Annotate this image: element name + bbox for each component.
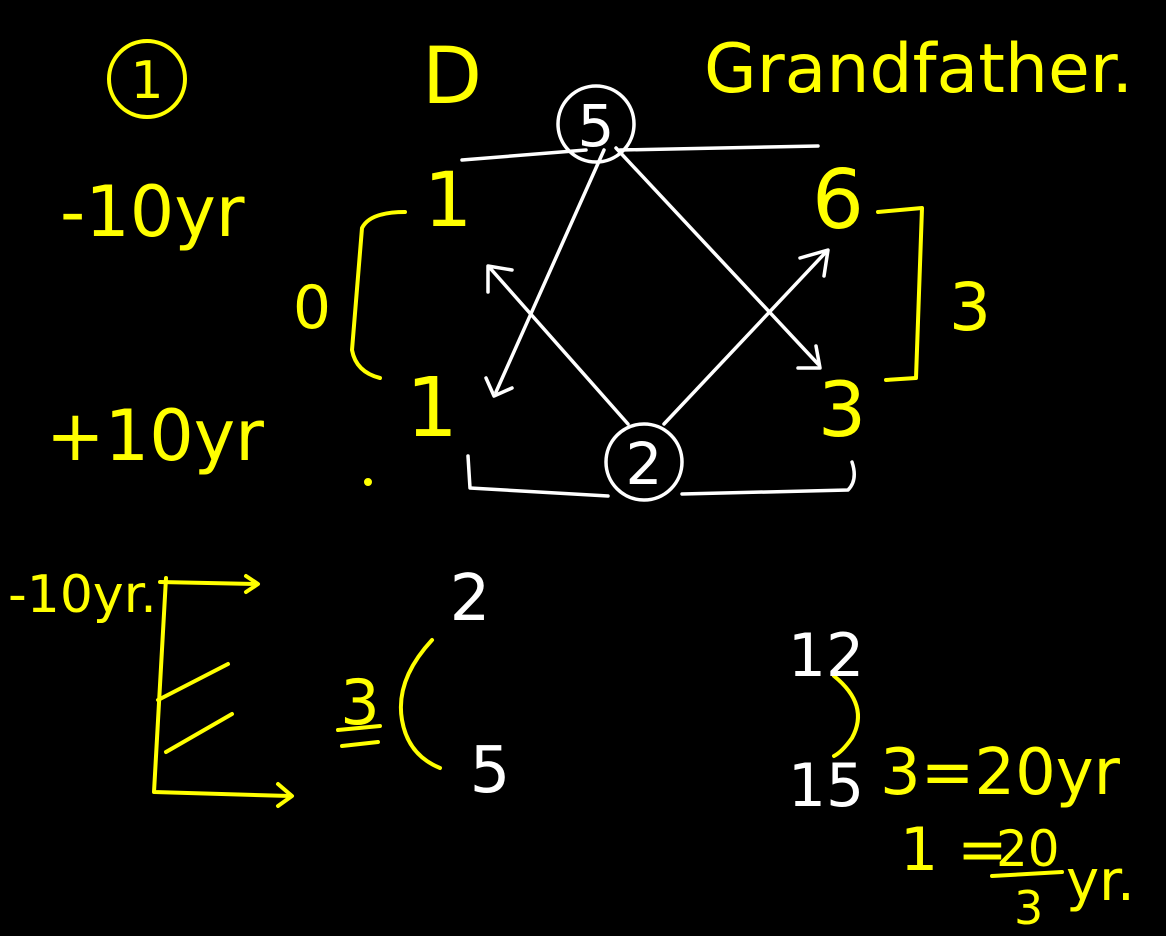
label-three-right: 3 — [949, 269, 991, 346]
line-5-to-1 — [494, 148, 606, 394]
circle-one-ring — [107, 39, 187, 119]
label-plus-10: +10yr — [46, 395, 264, 477]
arrow-top — [158, 574, 260, 594]
check-2 — [164, 712, 234, 754]
label-grandfather: Grandfather. — [704, 30, 1133, 109]
circle-one-label: 1 — [130, 51, 163, 111]
circle-top-ring — [556, 84, 636, 164]
fraction-bar — [990, 870, 1064, 878]
label-five: 5 — [470, 734, 511, 808]
label-eq-1-numerator: 20 — [996, 820, 1060, 878]
label-fifteen: 15 — [788, 751, 864, 821]
bracket-left — [350, 210, 407, 380]
underline-3a — [336, 724, 382, 732]
arrowhead-at-6 — [798, 248, 830, 278]
circle-top-label: 5 — [578, 92, 615, 160]
circle-bottom-label: 2 — [626, 430, 663, 498]
line-bottom — [466, 454, 856, 498]
label-minus-10-top: -10yr — [60, 171, 245, 253]
bracket-right — [876, 206, 924, 382]
bracket-minus-10 — [152, 576, 292, 798]
line-top — [460, 144, 820, 162]
label-eq-1-denominator: 3 — [1014, 881, 1043, 935]
label-one-bottom-left: 1 — [406, 361, 458, 456]
arrowhead-at-1 — [484, 376, 514, 398]
line-2-to-6 — [662, 250, 828, 426]
arrowhead-at-1-top — [486, 264, 514, 294]
label-twelve: 12 — [788, 621, 864, 691]
label-zero: 0 — [293, 273, 331, 343]
label-six-top-right: 6 — [812, 153, 864, 248]
check-1 — [156, 662, 230, 702]
arrowhead-at-3 — [796, 344, 822, 370]
dot-mark — [364, 478, 372, 486]
label-D: D — [422, 32, 482, 122]
line-2-to-1 — [488, 266, 630, 426]
label-eq-1-lhs: 1 = — [900, 815, 1008, 885]
label-three-underlined: 3 — [340, 666, 379, 739]
label-minus-10-bottom: -10yr. — [8, 565, 157, 625]
label-eq-3: 3=20yr — [880, 736, 1121, 810]
label-three-bottom-right: 3 — [818, 365, 866, 454]
label-eq-1-unit: yr. — [1066, 849, 1135, 914]
paren-2-5 — [398, 638, 442, 770]
label-one-top-left: 1 — [424, 155, 472, 244]
label-two: 2 — [450, 562, 491, 636]
circle-bottom-ring — [604, 422, 684, 502]
arrow-bottom — [276, 782, 294, 808]
line-5-to-3 — [614, 146, 820, 366]
paren-12-15 — [832, 674, 860, 758]
underline-3b — [340, 740, 380, 748]
